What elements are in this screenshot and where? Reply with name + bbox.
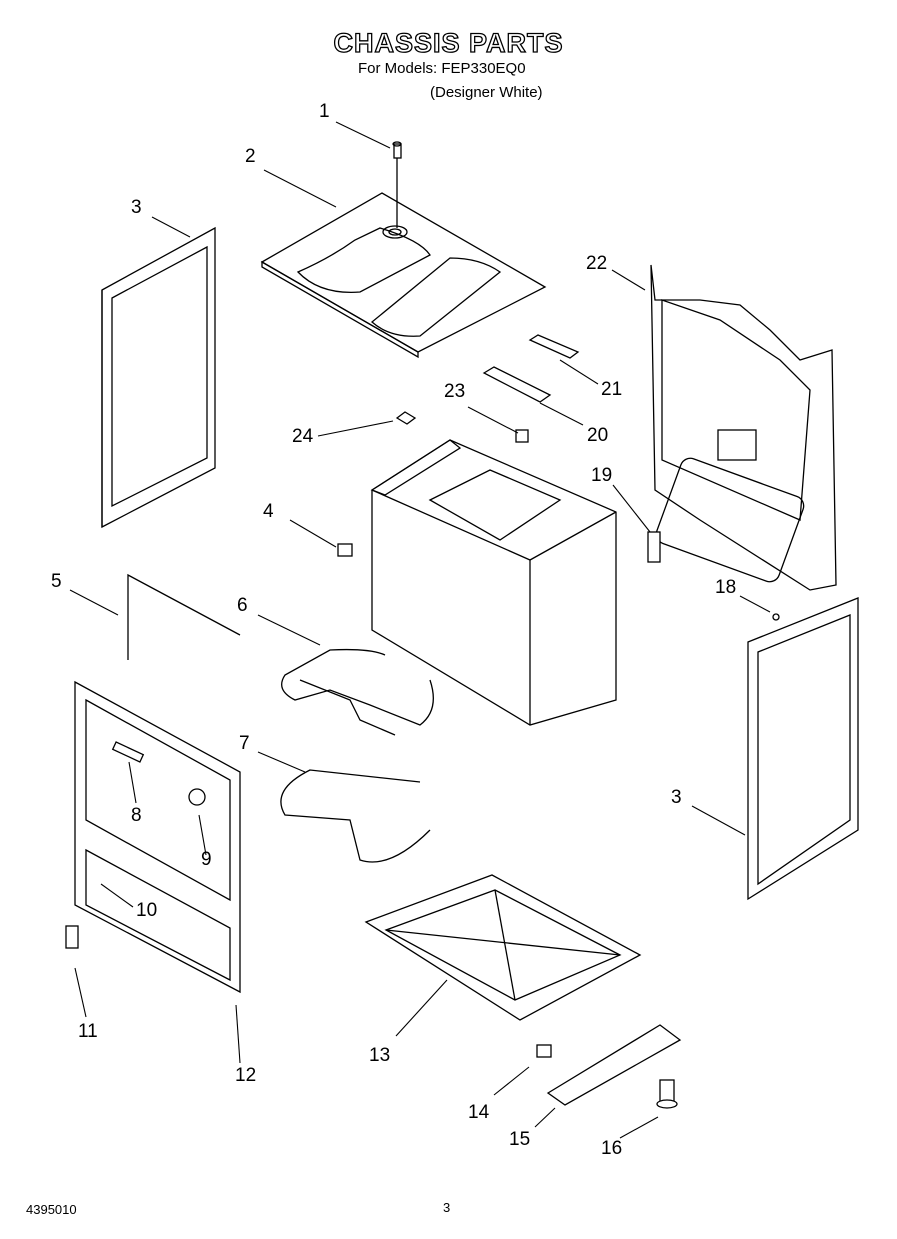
callout-10: 10 (136, 900, 158, 921)
part-6-broil-element (281, 648, 434, 736)
callout-1: 1 (319, 101, 330, 122)
callout-8: 8 (131, 805, 142, 826)
part-3-left-side-panel (101, 226, 216, 529)
page-number: 3 (443, 1200, 451, 1215)
part-2-top-panel (260, 158, 547, 359)
part-23-clip (515, 429, 529, 443)
callout-7: 7 (239, 733, 250, 754)
callout-22: 22 (586, 253, 608, 274)
part-1-pin (392, 141, 402, 159)
oven-cavity (370, 439, 617, 726)
doc-number: 4395010 (26, 1202, 77, 1217)
part-3-right-side-panel (747, 597, 859, 901)
part-12-front-frame (74, 680, 241, 994)
part-21-bracket (528, 334, 580, 359)
part-13-pan (364, 874, 642, 1021)
part-16-leveling-leg (656, 1079, 678, 1109)
callout-20: 20 (587, 425, 609, 446)
callout-9: 9 (201, 849, 212, 870)
callout-12: 12 (235, 1065, 257, 1086)
callout-15: 15 (509, 1129, 531, 1150)
part-18-screw (772, 613, 780, 621)
callout-23: 23 (444, 381, 466, 402)
part-20-bracket (482, 366, 552, 403)
part-4-bracket (337, 543, 353, 557)
callout-3-left: 3 (131, 197, 142, 218)
callout-13: 13 (369, 1045, 391, 1066)
callout-14: 14 (468, 1102, 490, 1123)
callout-5: 5 (51, 571, 62, 592)
callout-3-right: 3 (671, 787, 682, 808)
callout-6: 6 (237, 595, 248, 616)
callout-24: 24 (292, 426, 314, 447)
page-title: CHASSIS PARTS (333, 27, 564, 58)
callout-18: 18 (715, 577, 737, 598)
part-7-bake-element (280, 769, 431, 863)
callout-16: 16 (601, 1138, 623, 1159)
model-subtitle: For Models: FEP330EQ0 (358, 60, 526, 77)
part-22-rear-panel (650, 264, 837, 591)
part-14-clip (536, 1044, 552, 1058)
callout-21: 21 (601, 379, 623, 400)
part-19-bracket (647, 531, 661, 563)
callout-2: 2 (245, 146, 256, 167)
callout-4: 4 (263, 501, 274, 522)
part-11-knob (65, 925, 79, 949)
part-5-gasket (127, 573, 241, 660)
callout-arrows (69, 121, 771, 1139)
part-15-rail (546, 1024, 682, 1106)
part-24-clip (395, 411, 417, 425)
callout-11: 11 (78, 1021, 98, 1042)
callout-19: 19 (591, 465, 613, 486)
color-subtitle: (Designer White) (430, 84, 543, 101)
